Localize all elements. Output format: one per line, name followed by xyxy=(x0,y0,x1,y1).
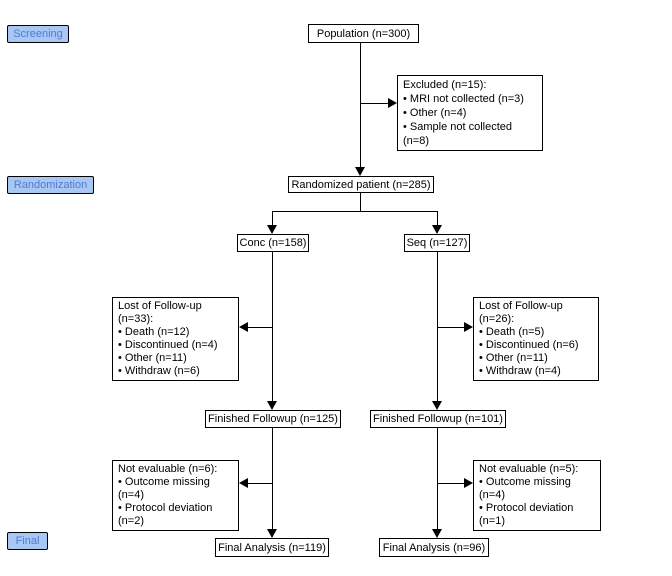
lost-followup-item: Discontinued (n=4) xyxy=(118,339,233,352)
arrowhead-down-final-conc xyxy=(267,529,277,538)
arrowhead-down-final-seq xyxy=(432,529,442,538)
finished-followup-conc-box: Finished Followup (n=125) xyxy=(205,410,341,428)
arrowhead-down-randomized xyxy=(355,167,365,176)
connector-noteval-seq xyxy=(437,483,465,484)
arrowhead-right-noteval-seq xyxy=(464,478,473,488)
connector-excluded xyxy=(360,103,389,104)
lost-followup-item: Other (n=11) xyxy=(118,352,233,365)
stage-label-final: Final xyxy=(7,532,48,550)
lost-followup-item: Death (n=5) xyxy=(479,326,593,339)
lost-followup-seq-box: Lost of Follow-up (n=26): Death (n=5) Di… xyxy=(473,297,599,381)
lost-followup-conc-box: Lost of Follow-up (n=33): Death (n=12) D… xyxy=(112,297,239,381)
not-evaluable-conc-box: Not evaluable (n=6): Outcome missing (n=… xyxy=(112,460,239,531)
excluded-item: Sample not collected (n=8) xyxy=(403,120,537,148)
connector-finished-final-seq xyxy=(437,428,438,529)
connector-split-horizontal xyxy=(272,211,438,212)
randomized-box: Randomized patient (n=285) xyxy=(288,176,434,193)
lost-followup-conc-title: Lost of Follow-up (n=33): xyxy=(118,300,202,325)
seq-arm-box: Seq (n=127) xyxy=(404,234,470,252)
connector-split-conc xyxy=(272,211,273,225)
lost-followup-item: Other (n=11) xyxy=(479,352,593,365)
excluded-title: Excluded (n=15): xyxy=(403,79,487,91)
arrowhead-down-finished-conc xyxy=(267,401,277,410)
arrowhead-left-lost-conc xyxy=(239,322,248,332)
stage-label-randomization: Randomization xyxy=(7,176,94,194)
stage-label-screening: Screening xyxy=(7,25,69,43)
not-evaluable-seq-box: Not evaluable (n=5): Outcome missing (n=… xyxy=(473,460,601,531)
lost-followup-item: Withdraw (n=4) xyxy=(479,365,593,378)
final-analysis-conc-box: Final Analysis (n=119) xyxy=(215,538,329,557)
connector-seq-finished xyxy=(437,252,438,401)
connector-randomized-split xyxy=(360,193,361,211)
arrowhead-right-lost-seq xyxy=(464,322,473,332)
excluded-box: Excluded (n=15): MRI not collected (n=3)… xyxy=(397,75,543,151)
finished-followup-seq-box: Finished Followup (n=101) xyxy=(370,410,506,428)
connector-lost-conc xyxy=(248,327,273,328)
arrowhead-right-excluded xyxy=(388,98,397,108)
conc-arm-box: Conc (n=158) xyxy=(237,234,309,252)
connector-lost-seq xyxy=(437,327,465,328)
connector-conc-finished xyxy=(272,252,273,401)
not-evaluable-seq-title: Not evaluable (n=5): xyxy=(479,463,579,475)
not-evaluable-conc-title: Not evaluable (n=6): xyxy=(118,463,218,475)
not-evaluable-item: Outcome missing (n=4) xyxy=(118,476,233,502)
lost-followup-item: Discontinued (n=6) xyxy=(479,339,593,352)
arrowhead-down-conc xyxy=(267,225,277,234)
connector-noteval-conc xyxy=(248,483,273,484)
not-evaluable-item: Protocol deviation (n=2) xyxy=(118,502,233,528)
arrowhead-down-seq xyxy=(432,225,442,234)
connector-population-randomized xyxy=(360,43,361,167)
arrowhead-down-finished-seq xyxy=(432,401,442,410)
connector-finished-final-conc xyxy=(272,428,273,529)
not-evaluable-item: Outcome missing (n=4) xyxy=(479,476,595,502)
arrowhead-left-noteval-conc xyxy=(239,478,248,488)
lost-followup-item: Death (n=12) xyxy=(118,326,233,339)
excluded-item: Other (n=4) xyxy=(403,106,537,120)
not-evaluable-item: Protocol deviation (n=1) xyxy=(479,502,595,528)
connector-split-seq xyxy=(437,211,438,225)
final-analysis-seq-box: Final Analysis (n=96) xyxy=(379,538,489,557)
lost-followup-item: Withdraw (n=6) xyxy=(118,365,233,378)
population-box: Population (n=300) xyxy=(308,24,419,43)
excluded-item: MRI not collected (n=3) xyxy=(403,92,537,106)
lost-followup-seq-title: Lost of Follow-up (n=26): xyxy=(479,300,563,325)
